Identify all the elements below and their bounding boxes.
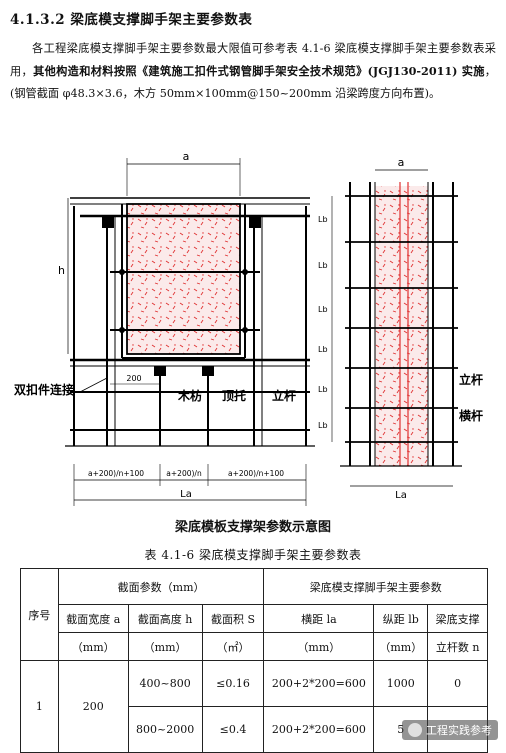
bottom-dim-3: a+200)/n+100 [228, 469, 284, 478]
support-diagram: a h [14, 150, 483, 506]
lb-5: Lb [318, 385, 328, 394]
cell-hspace: 200+2*200=600 [263, 706, 375, 753]
cell-vspace: 1000 [373, 660, 429, 707]
cell-seq: 1 [20, 660, 59, 753]
th-poles: 梁底支撑 [427, 604, 488, 633]
dim-a-right: a [398, 156, 405, 169]
dim-la-right: La [395, 490, 407, 501]
watermark: 工程实践参考 [402, 720, 498, 740]
cell-hspace: 200+2*200=600 [263, 660, 375, 707]
lb-3: Lb [318, 305, 328, 314]
account-icon [408, 723, 422, 737]
table-row: 800~2000 ≤0.4 200+2*200=600 5 [21, 706, 488, 753]
lb-4: Lb [318, 345, 328, 354]
label-bar-right: 横杆 [459, 408, 483, 423]
para-text-1: 各工程梁底模支撑脚手架主要参数最大限值可参考表 4.1-6 梁底模支撑脚手架主要… [10, 42, 496, 78]
bottom-dim-2: a+200)/n [166, 469, 202, 478]
label-pole-right: 立杆 [459, 372, 483, 387]
th-params: 梁底模支撑脚手架主要参数 [263, 568, 488, 605]
th-width-unit: （mm） [57, 632, 129, 661]
table-caption: 表 4.1-6 梁底模支撑脚手架主要参数表 [144, 548, 362, 562]
th-hspace: 横距 la [263, 604, 375, 633]
th-vspace: 纵距 lb [373, 604, 429, 633]
table-row: 1 200 400~800 ≤0.16 200+2*200=600 1000 0 [20, 660, 488, 753]
para-text-bold: 其他构造和材料按照《建筑施工扣件式钢管脚手架安全技术规范》(JGJ130-201… [33, 64, 485, 78]
th-section: 截面参数（mm） [57, 568, 265, 605]
cell-vspace: 5 [373, 706, 429, 753]
th-height: 截面高度 h [127, 604, 203, 633]
left-elevation: a h [14, 150, 315, 506]
th-area: 截面积 S [201, 604, 265, 633]
th-width: 截面宽度 a [57, 604, 129, 633]
para-text-2: ，(钢管截面 φ48.3×3.6，木方 50mm×100mm@150~200mm… [10, 65, 496, 100]
params-table: 序号 截面参数（mm） 梁底模支撑脚手架主要参数 截面宽度 a 截面高度 h 截… [20, 568, 488, 753]
section-heading: 4.1.3.2 梁底模支撑脚手架主要参数表 [10, 12, 253, 28]
th-height-unit: （mm） [127, 632, 203, 661]
cell-area: ≤0.16 [201, 660, 265, 707]
intro-paragraph: 各工程梁底模支撑脚手架主要参数最大限值可参考表 4.1-6 梁底模支撑脚手架主要… [10, 38, 496, 105]
dim-a-left: a [183, 150, 190, 163]
label-top-support: 顶托 [222, 388, 246, 403]
dim-200: 200 [126, 374, 141, 383]
th-area-unit: （㎡） [201, 632, 265, 661]
bottom-dim-1: a+200)/n+100 [88, 469, 144, 478]
th-poles-unit: 立杆数 n [427, 632, 488, 661]
cell-height: 800~2000 [127, 706, 203, 753]
watermark-text: 工程实践参考 [426, 724, 492, 737]
lb-1: Lb [318, 215, 328, 224]
th-hspace-unit: （mm） [263, 632, 375, 661]
lb-2: Lb [318, 261, 328, 270]
cell-height: 400~800 [127, 660, 203, 707]
dim-la-left: La [180, 489, 192, 500]
label-pole-left: 立杆 [272, 388, 296, 403]
figure-title: 梁底模板支撑架参数示意图 [174, 520, 331, 535]
cell-area: ≤0.4 [201, 706, 265, 753]
lb-6: Lb [318, 421, 328, 430]
label-double-clamp: 双扣件连接 [14, 382, 74, 397]
dim-h: h [58, 264, 65, 277]
th-vspace-unit: （mm） [373, 632, 429, 661]
right-elevation: a Lb Lb Lb Lb Lb Lb 立杆 横杆 La [318, 156, 483, 501]
th-seq: 序号 [20, 568, 59, 661]
cell-width: 200 [57, 660, 129, 753]
cell-poles: 0 [427, 660, 488, 707]
label-wood: 木枋 [177, 388, 202, 403]
